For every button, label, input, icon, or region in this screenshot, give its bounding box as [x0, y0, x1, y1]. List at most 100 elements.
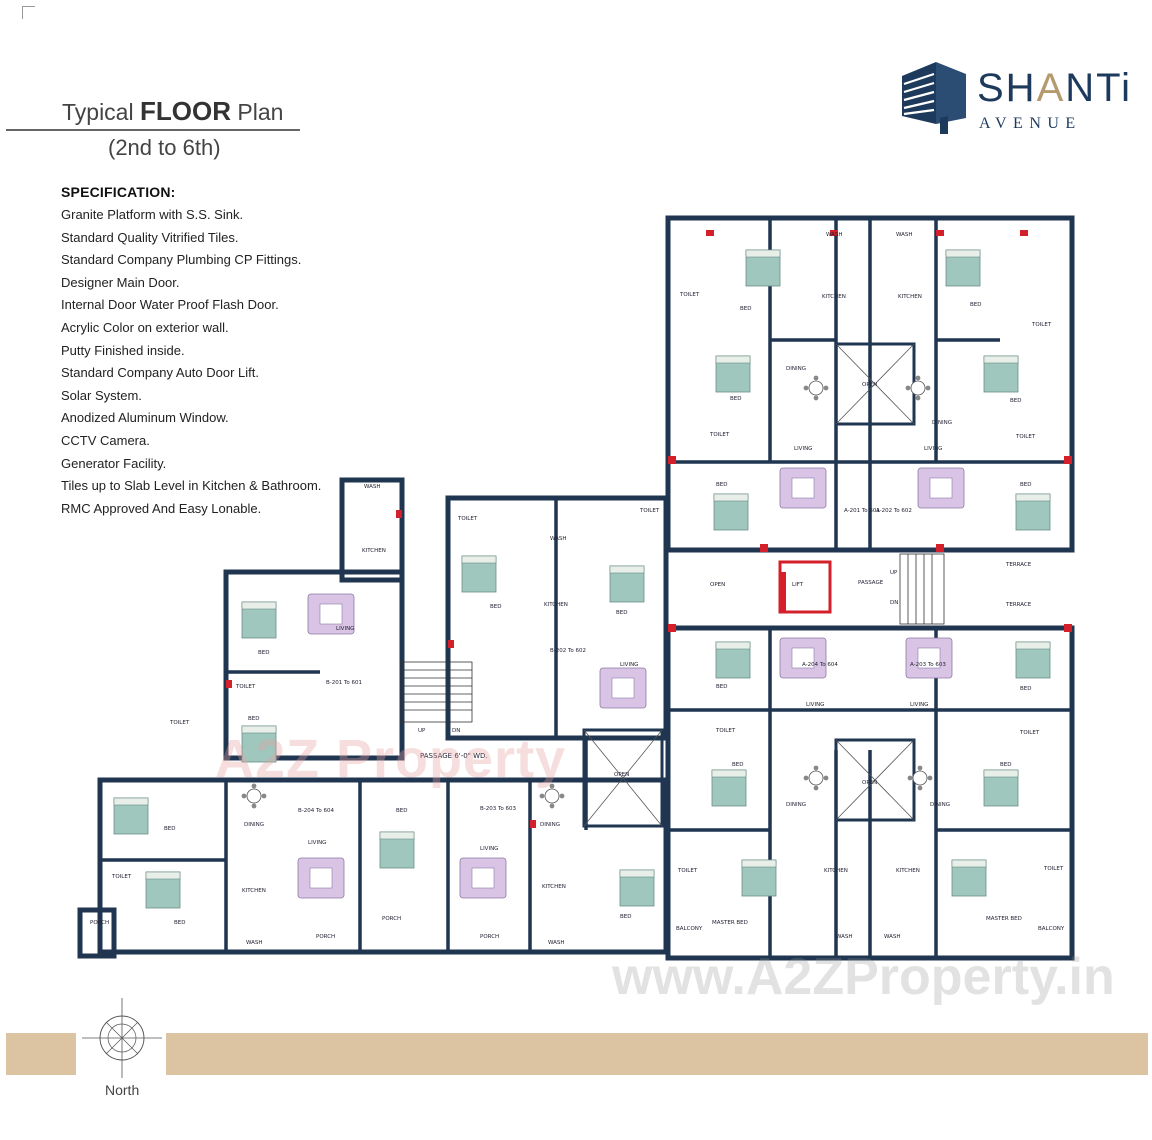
kitchen-label: KITCHEN: [896, 868, 920, 874]
porch-label: PORCH: [316, 934, 335, 940]
bed-label: BED: [1020, 482, 1031, 488]
balcony-label: BALCONY: [676, 926, 703, 932]
spec-item: Acrylic Color on exterior wall.: [61, 319, 229, 335]
unit-label-a203: A-203 To 603: [910, 662, 946, 668]
spec-item: Granite Platform with S.S. Sink.: [61, 207, 244, 222]
spec-item: Standard Quality Vitrified Tiles.: [61, 229, 239, 245]
dining-label: DINING: [786, 802, 806, 808]
bed-label: BED: [248, 716, 259, 722]
living-label: LIVING: [924, 446, 942, 452]
page-subtitle: (2nd to 6th): [108, 135, 221, 160]
porch-label: PORCH: [480, 934, 499, 940]
living-label: LIVING: [910, 702, 928, 708]
spec-item: Anodized Aluminum Window.: [61, 410, 229, 426]
toilet-label: TOILET: [715, 728, 736, 734]
title-emphasis: FLOOR: [139, 96, 231, 126]
spec-item: Putty Finished inside.: [61, 342, 185, 358]
dining-label: DINING: [786, 366, 806, 372]
toilet-label: TOILET: [1015, 434, 1036, 440]
bed-label: BED: [740, 306, 751, 312]
unit-label-a202: A-202 To 602: [876, 508, 912, 514]
bed-label: BED: [616, 610, 627, 616]
toilet-label: TOILET: [1043, 866, 1064, 872]
dining-label: DINING: [540, 822, 560, 828]
logo-subtitle: AVENUE: [979, 115, 1082, 132]
toilet-label: TOILET: [169, 720, 190, 726]
dn-label: DN: [890, 600, 898, 606]
living-label: LIVING: [794, 446, 812, 452]
wash-label: WASH: [364, 484, 381, 490]
bed-label: BED: [164, 826, 175, 832]
unit-label-b202: B-202 To 602: [550, 648, 586, 654]
spec-item: Internal Door Water Proof Flash Door.: [61, 297, 279, 313]
specification-heading: SPECIFICATION:: [61, 184, 176, 200]
living-label: LIVING: [806, 702, 824, 708]
kitchen-label: KITCHEN: [822, 294, 846, 300]
title-underline: [6, 129, 300, 131]
logo-name-part: NTi: [1065, 66, 1132, 110]
toilet-label: TOILET: [457, 516, 478, 522]
toilet-label: TOILET: [677, 868, 698, 874]
spec-item: Generator Facility.: [61, 455, 167, 471]
living-label: LIVING: [480, 846, 498, 852]
dining-label: DINING: [244, 822, 264, 828]
watermark-small: A2Z Property: [215, 729, 567, 789]
kitchen-label: KITCHEN: [362, 548, 386, 554]
bed-label: BED: [396, 808, 407, 814]
open-shaft-label: OPEN: [862, 780, 877, 786]
spec-item: Solar System.: [61, 387, 142, 403]
wash-label: WASH: [826, 232, 843, 238]
watermark-large: www.A2ZProperty.in: [612, 948, 1115, 1006]
logo-name-highlight: A: [1036, 66, 1066, 110]
wash-label: WASH: [836, 934, 853, 940]
kitchen-label: KITCHEN: [242, 888, 266, 894]
wash-label: WASH: [246, 940, 263, 946]
title-prefix: Typical: [62, 99, 134, 125]
dining-label: DINING: [930, 802, 950, 808]
bed-label: BED: [970, 302, 981, 308]
bed-label: BED: [732, 762, 743, 768]
living-label: LIVING: [336, 626, 354, 632]
footer-band-left: [6, 1033, 76, 1075]
crop-mark: [22, 6, 35, 19]
specification-list: Granite Platform with S.S. Sink. Standar…: [61, 206, 321, 522]
footer-band-right: [166, 1033, 1148, 1075]
spec-item: CCTV Camera.: [61, 432, 150, 448]
bed-label: BED: [1000, 762, 1011, 768]
spec-item: Designer Main Door.: [61, 274, 180, 290]
kitchen-label: KITCHEN: [824, 868, 848, 874]
open-shaft-label: OPEN: [862, 382, 877, 388]
spec-item: Standard Company Auto Door Lift.: [61, 365, 260, 381]
wash-label: WASH: [896, 232, 913, 238]
open-label: OPEN: [710, 582, 725, 588]
passage-right-label: PASSAGE: [858, 580, 884, 586]
wash-label: WASH: [548, 940, 565, 946]
master-bed-label: MASTER BED: [986, 916, 1022, 922]
kitchen-label: KITCHEN: [898, 294, 922, 300]
bed-label: BED: [1020, 686, 1031, 692]
bed-label: BED: [1010, 398, 1021, 404]
wash-label: WASH: [550, 536, 567, 542]
up-label: UP: [418, 728, 426, 734]
unit-label-b203: B-203 To 603: [480, 806, 517, 812]
up-label: UP: [890, 570, 898, 576]
toilet-label: TOILET: [1031, 322, 1052, 328]
bed-label: BED: [258, 650, 269, 656]
title-suffix: Plan: [237, 99, 284, 125]
terrace-label: TERRACE: [1005, 602, 1032, 608]
porch-label: PORCH: [90, 920, 109, 926]
lift-label: LIFT: [792, 582, 804, 588]
dining-label: DINING: [932, 420, 952, 426]
bed-label: BED: [716, 482, 727, 488]
kitchen-label: KITCHEN: [544, 602, 568, 608]
toilet-label: TOILET: [709, 432, 730, 438]
unit-label-a201: A-201 To 601: [844, 508, 880, 514]
page-title: Typical FLOOR Plan: [62, 96, 283, 127]
toilet-label: TOILET: [111, 874, 132, 880]
spec-item: Tiles up to Slab Level in Kitchen & Bath…: [61, 478, 322, 494]
toilet-label: TOILET: [235, 684, 256, 690]
terrace-label: TERRACE: [1005, 562, 1032, 568]
living-label: LIVING: [308, 840, 326, 846]
porch-label: PORCH: [382, 916, 401, 922]
bed-label: BED: [730, 396, 741, 402]
